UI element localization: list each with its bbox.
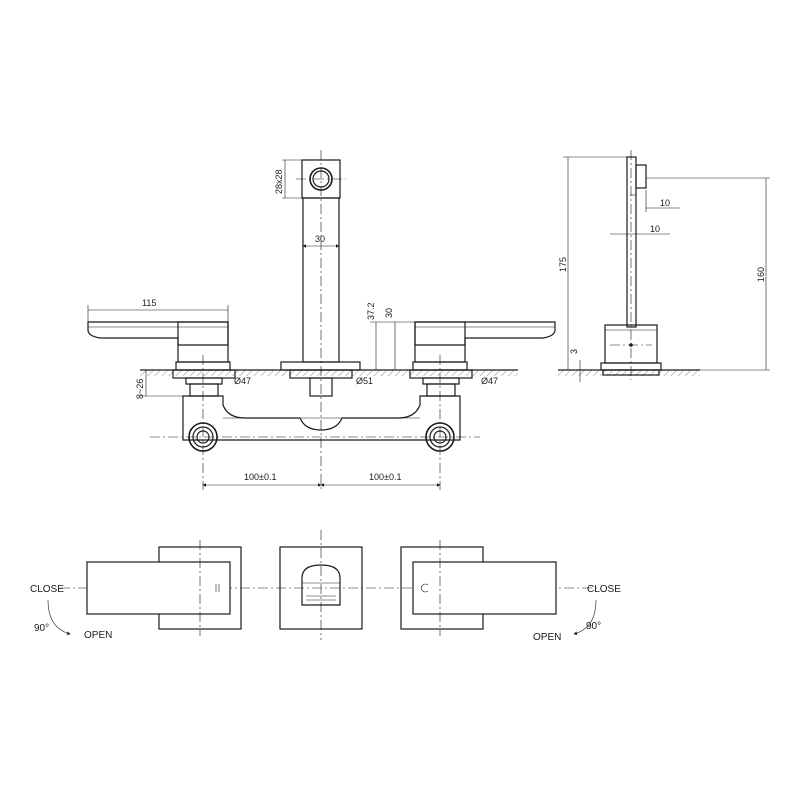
plan-right-handle (400, 540, 557, 636)
deck-surface (140, 369, 518, 376)
plan-spout (279, 530, 363, 640)
dim-side-base: 3 (569, 349, 579, 354)
rotation-arrow-right (573, 599, 597, 635)
label-open-left: OPEN (84, 630, 112, 641)
dim-side-w2: 10 (650, 224, 660, 234)
dim-dia-center: Ø51 (356, 376, 373, 386)
dim-dia-right: Ø47 (481, 376, 498, 386)
left-handle (87, 321, 231, 490)
dim-height-37: 37.2 (366, 302, 376, 320)
spout (280, 150, 361, 490)
label-deg-left: 90° (34, 623, 49, 634)
front-dimensions: 28x28 30 115 37.2 30 8~26 Ø47 Ø51 Ø47 (87, 159, 498, 487)
front-elevation: 28x28 30 115 37.2 30 8~26 Ø47 Ø51 Ø47 (87, 150, 556, 490)
dim-spacing-left: 100±0.1 (244, 472, 276, 482)
dim-spacing-right: 100±0.1 (369, 472, 401, 482)
label-close-right: CLOSE (587, 584, 621, 595)
dim-rough-in: 8~26 (135, 379, 145, 399)
dim-lever-length: 115 (142, 298, 156, 308)
dim-height-30: 30 (384, 308, 394, 318)
plan-left-handle (86, 540, 242, 636)
dim-28x28: 28x28 (274, 169, 284, 194)
plan-view (47, 530, 600, 640)
right-handle (412, 321, 556, 490)
label-open-right: OPEN (533, 632, 561, 643)
dim-side-total: 175 (558, 257, 568, 272)
dim-side-spout: 160 (756, 267, 766, 282)
under-deck-bridge (150, 369, 480, 452)
dim-dia-left: Ø47 (234, 376, 251, 386)
label-close-left: CLOSE (30, 584, 64, 595)
rotation-arrow-left (47, 599, 71, 635)
label-deg-right: 90° (586, 621, 601, 632)
side-elevation: 175 160 3 10 10 (558, 150, 770, 382)
dim-spout-width: 30 (315, 234, 325, 244)
dim-side-w1: 10 (660, 198, 670, 208)
